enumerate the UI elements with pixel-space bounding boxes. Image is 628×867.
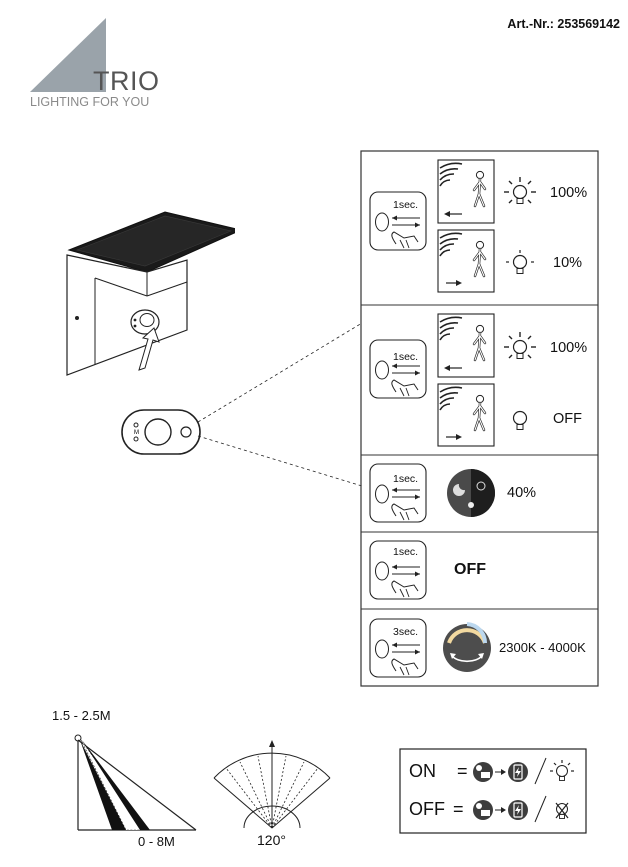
hold-time-label: 1sec. — [393, 546, 419, 558]
hold-time-label: 3sec. — [393, 626, 419, 638]
bulb-bright-icon — [503, 331, 537, 360]
level-label: 100% — [550, 185, 588, 201]
modes-panel — [360, 150, 599, 687]
brand-tagline: LIGHTING FOR YOU — [30, 95, 150, 109]
day-night-icon — [447, 469, 495, 517]
off-label: OFF — [409, 799, 445, 819]
hold-time-label: 1sec. — [393, 473, 419, 485]
color-temperature-icon — [443, 622, 491, 672]
detection-angle-label: 120° — [257, 832, 286, 848]
level-label: 100% — [550, 340, 588, 356]
level-label: 40% — [507, 485, 537, 501]
on-equals: = — [457, 761, 468, 781]
bulb-dim-icon — [505, 249, 535, 275]
trio-logo-triangle-icon — [30, 18, 106, 92]
sensor-button-module: M — [121, 409, 201, 455]
daylight-solar-icon — [473, 762, 493, 782]
mode-2 — [369, 313, 537, 447]
on-off-legend — [399, 748, 587, 834]
product-lamp-drawing — [66, 211, 235, 376]
battery-charging-icon — [508, 762, 528, 782]
mode-5 — [369, 618, 491, 678]
detection-angle-diagram — [213, 740, 331, 829]
level-label: OFF — [553, 411, 582, 427]
on-label: ON — [409, 761, 436, 781]
press-button-icon — [369, 339, 427, 399]
bulb-off-icon — [512, 410, 528, 431]
color-temperature-range: 2300K - 4000K — [499, 640, 586, 655]
mount-height-label: 1.5 - 2.5M — [52, 708, 111, 723]
detection-range-label: 0 - 8M — [138, 834, 175, 849]
bulb-on-icon — [550, 760, 574, 781]
svg-text:M: M — [134, 430, 139, 436]
level-label: 10% — [553, 255, 583, 271]
brand-name: TRIO — [93, 66, 160, 96]
hold-time-label: 1sec. — [393, 199, 419, 211]
detection-range-side-diagram — [74, 734, 197, 831]
mode-3 — [369, 463, 495, 523]
hold-time-label: 1sec. — [393, 351, 419, 363]
bulb-bright-icon — [503, 176, 537, 205]
battery-charging-icon — [508, 800, 528, 820]
article-number: Art.-Nr.: 253569142 — [507, 17, 620, 31]
mode-1 — [369, 159, 537, 293]
bulb-off-crossed-icon — [555, 802, 569, 819]
level-label: OFF — [454, 561, 486, 578]
off-equals: = — [453, 799, 464, 819]
daylight-solar-icon — [473, 800, 493, 820]
